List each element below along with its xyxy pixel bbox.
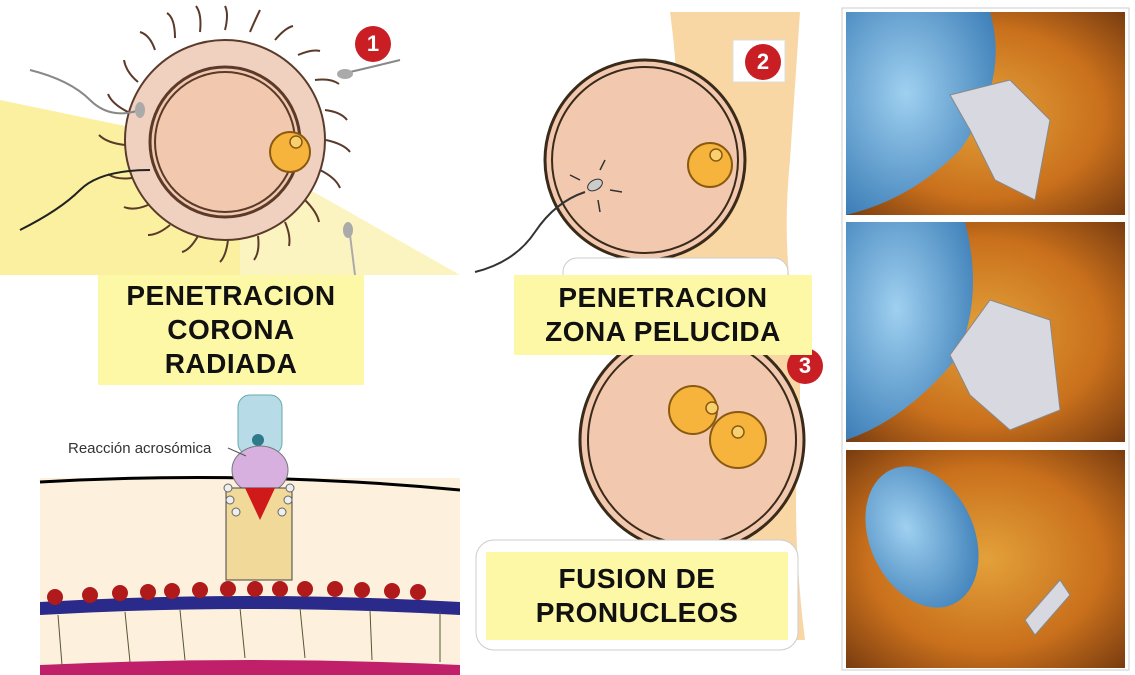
acrosome-reaction-diagram (0, 0, 460, 675)
micrograph-2 (846, 222, 1125, 442)
label-fusion-pronucleos: FUSION DE PRONUCLEOS (486, 552, 788, 640)
label-zona-pelucida: PENETRACION ZONA PELUCIDA (514, 275, 812, 355)
micrograph-1 (846, 12, 1125, 215)
micrograph-3 (846, 450, 1125, 668)
step-badge-2: 2 (745, 44, 781, 80)
acrosome-reaction-label: Reacción acrosómica (68, 440, 211, 457)
